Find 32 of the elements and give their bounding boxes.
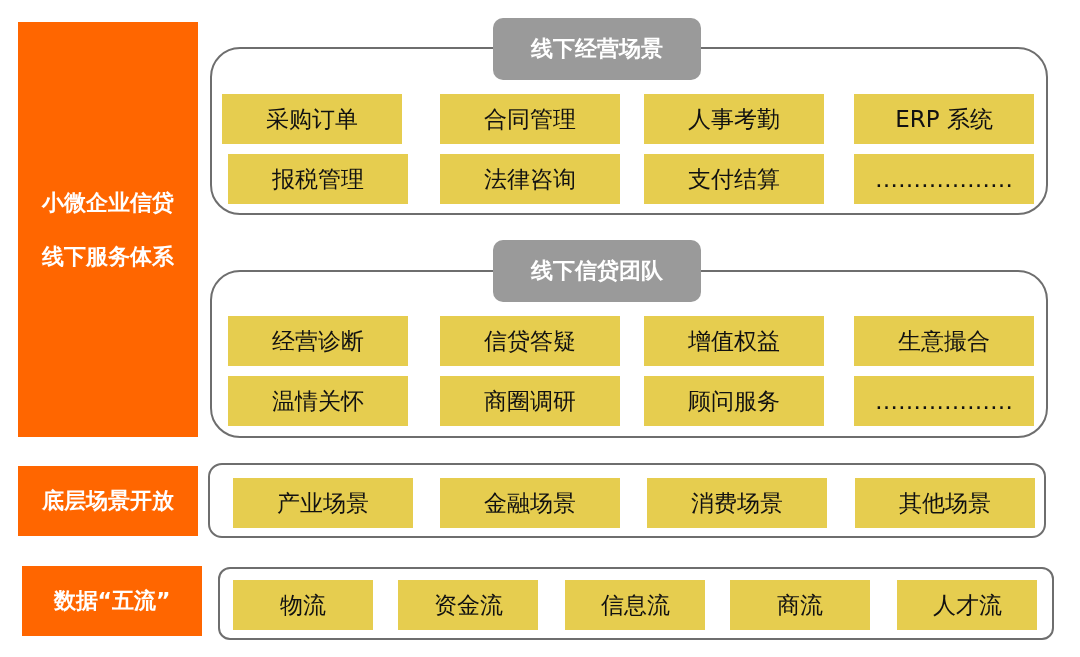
item-box: 合同管理 — [440, 94, 620, 144]
item-box: ……………… — [854, 154, 1034, 204]
item-box: 法律咨询 — [440, 154, 620, 204]
item-box: 经营诊断 — [228, 316, 408, 366]
item-box: 报税管理 — [228, 154, 408, 204]
item-box: ……………… — [854, 376, 1034, 426]
item-box: 增值权益 — [644, 316, 824, 366]
item-box: 资金流 — [398, 580, 538, 630]
item-box: 温情关怀 — [228, 376, 408, 426]
item-box: 商流 — [730, 580, 870, 630]
rounded-panel — [208, 463, 1046, 538]
item-box: 产业场景 — [233, 478, 413, 528]
side-label-bar: 底层场景开放 — [18, 466, 198, 536]
item-box: 生意撮合 — [854, 316, 1034, 366]
item-box: 支付结算 — [644, 154, 824, 204]
side-label-bar: 数据“五流” — [22, 566, 202, 636]
item-box: 消费场景 — [647, 478, 827, 528]
item-box: 顾问服务 — [644, 376, 824, 426]
header-tab: 线下经营场景 — [493, 18, 701, 80]
item-box: 商圈调研 — [440, 376, 620, 426]
header-tab: 线下信贷团队 — [493, 240, 701, 302]
item-box: 人事考勤 — [644, 94, 824, 144]
item-box: 采购订单 — [222, 94, 402, 144]
rounded-panel — [218, 567, 1054, 640]
item-box: 金融场景 — [440, 478, 620, 528]
side-label-bar: 小微企业信贷线下服务体系 — [18, 22, 198, 437]
item-box: 物流 — [233, 580, 373, 630]
item-box: ERP 系统 — [854, 94, 1034, 144]
item-box: 人才流 — [897, 580, 1037, 630]
item-box: 信贷答疑 — [440, 316, 620, 366]
item-box: 其他场景 — [855, 478, 1035, 528]
item-box: 信息流 — [565, 580, 705, 630]
